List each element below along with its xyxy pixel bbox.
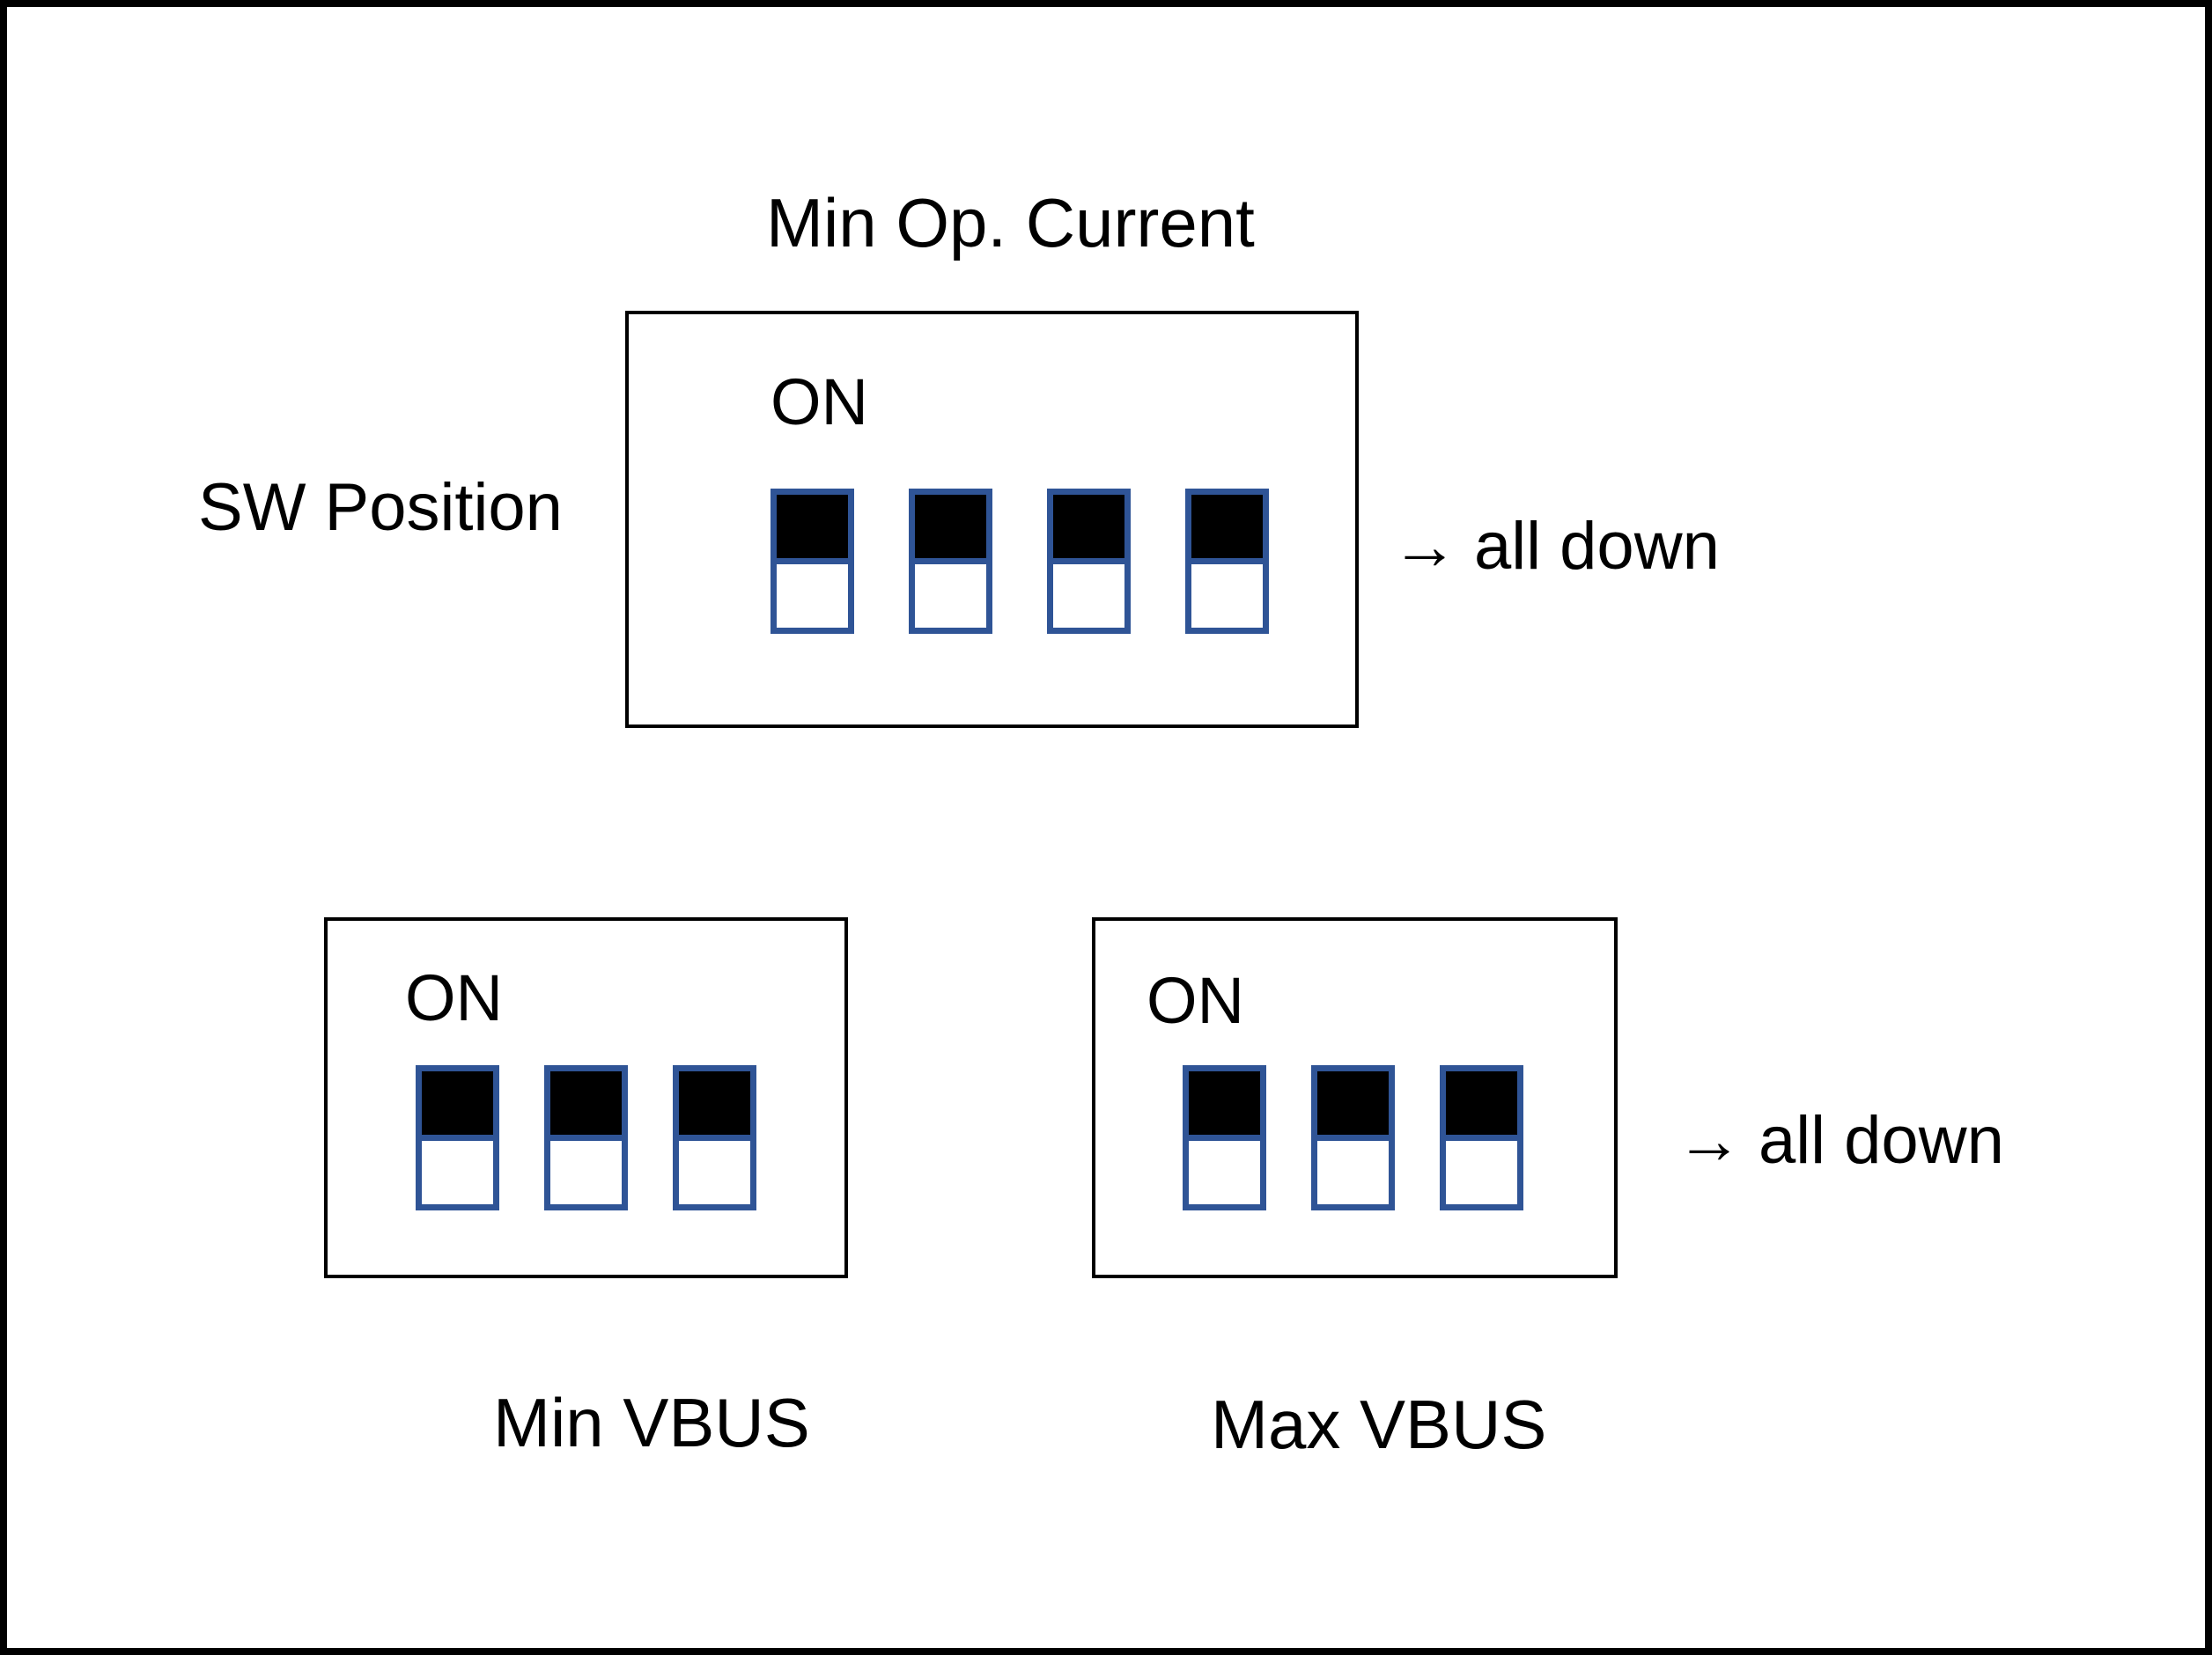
dip-switch-off-cell — [915, 564, 986, 628]
top-switch-row — [771, 489, 1269, 634]
dip-switch-2 — [909, 489, 992, 634]
dip-switch-on-cell — [422, 1071, 493, 1141]
dip-switch-off-cell — [550, 1141, 622, 1204]
dip-switch-3 — [1440, 1065, 1523, 1210]
dip-switch-on-cell — [915, 495, 986, 564]
on-label: ON — [405, 961, 503, 1034]
on-label: ON — [771, 365, 868, 438]
dip-switch-2 — [1311, 1065, 1395, 1210]
right-arrow-icon: → — [1676, 1103, 1743, 1178]
max-vbus-caption: Max VBUS — [1211, 1386, 1547, 1463]
dip-switch-1 — [1183, 1065, 1266, 1210]
dip-switch-on-cell — [679, 1071, 750, 1141]
dip-switch-off-cell — [422, 1141, 493, 1204]
bottom-arrow-note-text: all down — [1759, 1103, 2004, 1178]
dip-switch-off-cell — [1446, 1141, 1517, 1204]
dip-switch-on-cell — [1446, 1071, 1517, 1141]
dip-switch-1 — [416, 1065, 499, 1210]
dip-switch-on-cell — [550, 1071, 622, 1141]
dip-switch-on-cell — [777, 495, 848, 564]
max-vbus-panel: ON — [1092, 917, 1618, 1278]
dip-switch-on-cell — [1053, 495, 1124, 564]
max-vbus-switch-row — [1183, 1065, 1523, 1210]
dip-switch-3 — [673, 1065, 756, 1210]
min-vbus-caption: Min VBUS — [493, 1384, 810, 1461]
dip-switch-on-cell — [1189, 1071, 1260, 1141]
min-vbus-switch-row — [416, 1065, 756, 1210]
dip-switch-off-cell — [777, 564, 848, 628]
min-vbus-panel: ON — [324, 917, 848, 1278]
dip-switch-2 — [544, 1065, 628, 1210]
dip-switch-on-cell — [1191, 495, 1263, 564]
top-arrow-note: →all down — [1391, 513, 1720, 580]
dip-switch-3 — [1047, 489, 1131, 634]
right-arrow-icon: → — [1391, 509, 1458, 584]
dip-switch-on-cell — [1317, 1071, 1389, 1141]
top-arrow-note-text: all down — [1474, 509, 1720, 584]
bottom-arrow-note: →all down — [1676, 1107, 2004, 1174]
dip-switch-off-cell — [1189, 1141, 1260, 1204]
dip-switch-off-cell — [1191, 564, 1263, 628]
dip-switch-4 — [1185, 489, 1269, 634]
min-op-current-panel: ON — [625, 311, 1359, 728]
dip-switch-off-cell — [1317, 1141, 1389, 1204]
dip-switch-off-cell — [1053, 564, 1124, 628]
dip-switch-off-cell — [679, 1141, 750, 1204]
on-label: ON — [1147, 964, 1244, 1037]
sw-position-label: SW Position — [198, 470, 563, 545]
top-panel-title: Min Op. Current — [766, 184, 1255, 261]
dip-switch-1 — [771, 489, 854, 634]
